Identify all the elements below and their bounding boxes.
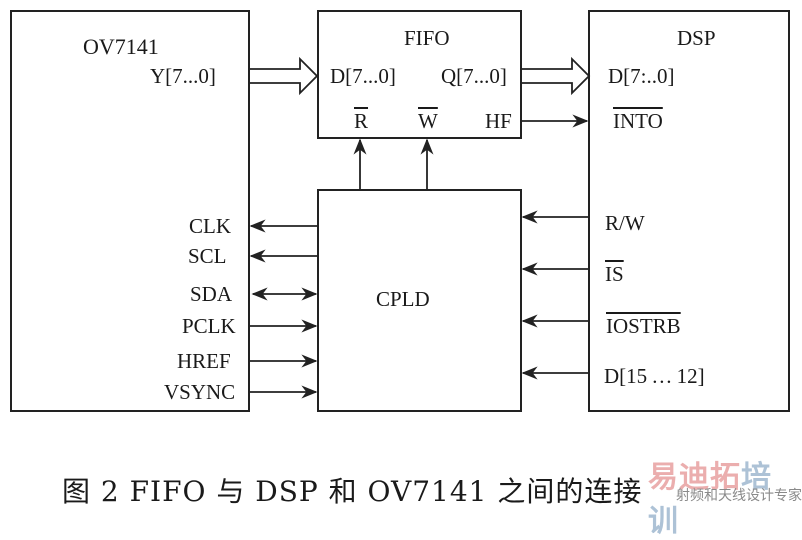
ov7141-pin-vsync: VSYNC: [164, 380, 236, 404]
fifo-title: FIFO: [404, 26, 450, 50]
figure-caption: 图 2 FIFO 与 DSP 和 OV7141 之间的连接: [62, 475, 643, 508]
ov7141-y-port: Y[7...0]: [150, 64, 216, 88]
ov7141-block: [10, 10, 250, 412]
dsp-pin-d15-12: D[15 … 12]: [604, 364, 705, 388]
ov7141-pin-href: HREF: [177, 349, 231, 373]
dsp-into-pin: INTO: [613, 109, 663, 133]
ov7141-pin-scl: SCL: [188, 244, 227, 268]
cpld-block: [317, 189, 522, 412]
fifo-r-pin: R: [354, 109, 369, 133]
watermark-tagline: 射频和天线设计专家: [676, 488, 802, 504]
bus-arrow-q-to-dsp: [522, 56, 591, 96]
dsp-block: [588, 10, 790, 412]
dsp-pin-is: IS: [605, 262, 624, 286]
ov7141-pin-sda: SDA: [190, 282, 233, 306]
fifo-hf-pin: HF: [485, 109, 512, 133]
dsp-pin-rw: R/W: [605, 211, 645, 235]
fifo-d-port: D[7...0]: [330, 64, 396, 88]
dsp-d-port: D[7:..0]: [608, 64, 675, 88]
dsp-title: DSP: [677, 26, 716, 50]
watermark-brand-a: 易迪拓: [648, 460, 741, 495]
fifo-w-pin: W: [418, 109, 438, 133]
ov7141-pin-pclk: PCLK: [182, 314, 236, 338]
ov7141-title: OV7141: [83, 34, 159, 59]
dsp-pin-iostrb: IOSTRB: [606, 314, 681, 338]
fifo-q-port: Q[7...0]: [441, 64, 507, 88]
fifo-block: [317, 10, 522, 139]
cpld-title: CPLD: [376, 287, 430, 311]
ov7141-pin-clk: CLK: [189, 214, 231, 238]
bus-arrow-y-to-fifo: [250, 56, 319, 96]
diagram-canvas: [10, 10, 790, 412]
